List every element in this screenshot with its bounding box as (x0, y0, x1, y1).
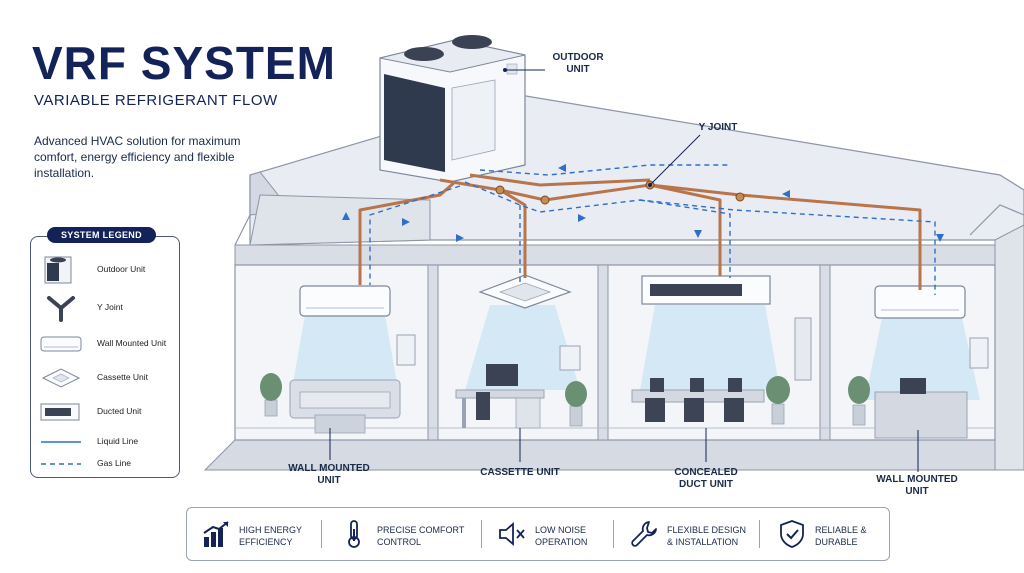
office-desk-2 (874, 378, 968, 439)
feature-divider (759, 520, 760, 548)
outdoor-unit (379, 35, 526, 183)
feature-label: HIGH ENERGY EFFICIENCY (239, 525, 302, 547)
picture-frame-2 (559, 345, 581, 371)
legend-label: Wall Mounted Unit (97, 338, 167, 348)
wall-unit-icon (40, 336, 82, 352)
legend-title: SYSTEM LEGEND (47, 227, 156, 243)
system-legend: SYSTEM LEGEND Outdoor Unit Y Joint Wall … (30, 227, 180, 479)
plant-2 (565, 381, 587, 427)
legend-item-wall-unit: Wall Mounted Unit (39, 329, 175, 359)
feature-bar: HIGH ENERGY EFFICIENCY PRECISE COMFORT C… (186, 507, 890, 561)
feature-label: LOW NOISE OPERATION (535, 525, 588, 547)
callout-outdoor-unit: OUTDOOR UNIT (552, 52, 604, 75)
y-joint-icon (47, 296, 75, 322)
legend-item-ducted-unit: Ducted Unit (39, 397, 175, 427)
gas-lines (369, 164, 936, 295)
cassette-unit-icon (41, 368, 81, 388)
page-subtitle: VARIABLE REFRIGERANT FLOW (34, 92, 278, 109)
office-desk (455, 364, 545, 429)
ducted-unit (641, 275, 771, 305)
callout-duct-unit: CONCEALED DUCT UNIT (674, 467, 738, 490)
shield-check-icon (780, 520, 804, 548)
legend-label: Y Joint (97, 302, 123, 312)
bar-chart-icon (203, 521, 229, 547)
feature-reliable: RELIABLE & DURABLE (769, 508, 881, 560)
page-description: Advanced HVAC solution for maximum comfo… (34, 134, 241, 180)
callout-wall-unit-1: WALL MOUNTED UNIT (288, 463, 370, 486)
plant-1 (260, 373, 282, 417)
legend-label: Gas Line (97, 458, 132, 468)
feature-low-noise: LOW NOISE OPERATION (489, 508, 609, 560)
feature-label: RELIABLE & DURABLE (815, 525, 867, 547)
feature-flexible-design: FLEXIBLE DESIGN & INSTALLATION (621, 508, 755, 560)
flow-arrows (342, 164, 944, 242)
feature-energy-efficiency: HIGH ENERGY EFFICIENCY (193, 508, 321, 560)
feature-label: PRECISE COMFORT CONTROL (377, 525, 465, 547)
callout-wall-unit-2: WALL MOUNTED UNIT (876, 474, 958, 497)
thermometer-icon (348, 520, 360, 548)
picture-frame-1 (396, 334, 416, 366)
page-title: VRF SYSTEM (32, 37, 336, 89)
legend-label: Liquid Line (97, 436, 139, 446)
picture-frame-4 (969, 337, 989, 369)
plant-3 (766, 376, 790, 425)
window-3 (794, 317, 812, 381)
callout-y-joint: Y JOINT (698, 122, 738, 133)
legend-item-cassette-unit: Cassette Unit (39, 363, 175, 393)
feature-comfort-control: PRECISE COMFORT CONTROL (331, 508, 471, 560)
callout-cassette-unit: CASSETTE UNIT (480, 467, 560, 478)
legend-label: Outdoor Unit (97, 264, 146, 274)
feature-label: FLEXIBLE DESIGN & INSTALLATION (667, 525, 747, 547)
legend-item-outdoor-unit: Outdoor Unit (39, 255, 175, 285)
legend-item-gas-line: Gas Line (39, 449, 175, 479)
gas-line-icon (41, 463, 81, 465)
legend-item-liquid-line: Liquid Line (39, 427, 175, 457)
legend-label: Cassette Unit (97, 372, 149, 382)
cassette-unit (478, 274, 572, 309)
ducted-unit-icon (40, 403, 80, 421)
legend-item-y-joint: Y Joint (39, 293, 175, 323)
legend-label: Ducted Unit (97, 406, 142, 416)
wall-unit-2 (874, 285, 966, 319)
outdoor-unit-icon (44, 256, 72, 284)
wall-unit-1 (299, 285, 391, 317)
conference-table (631, 378, 765, 422)
wrench-icon (631, 521, 657, 547)
plant-4 (848, 376, 870, 426)
feature-divider (613, 520, 614, 548)
liquid-line-icon (41, 441, 81, 443)
sofa (289, 379, 401, 434)
mute-speaker-icon (499, 522, 525, 546)
feature-divider (481, 520, 482, 548)
feature-divider (321, 520, 322, 548)
